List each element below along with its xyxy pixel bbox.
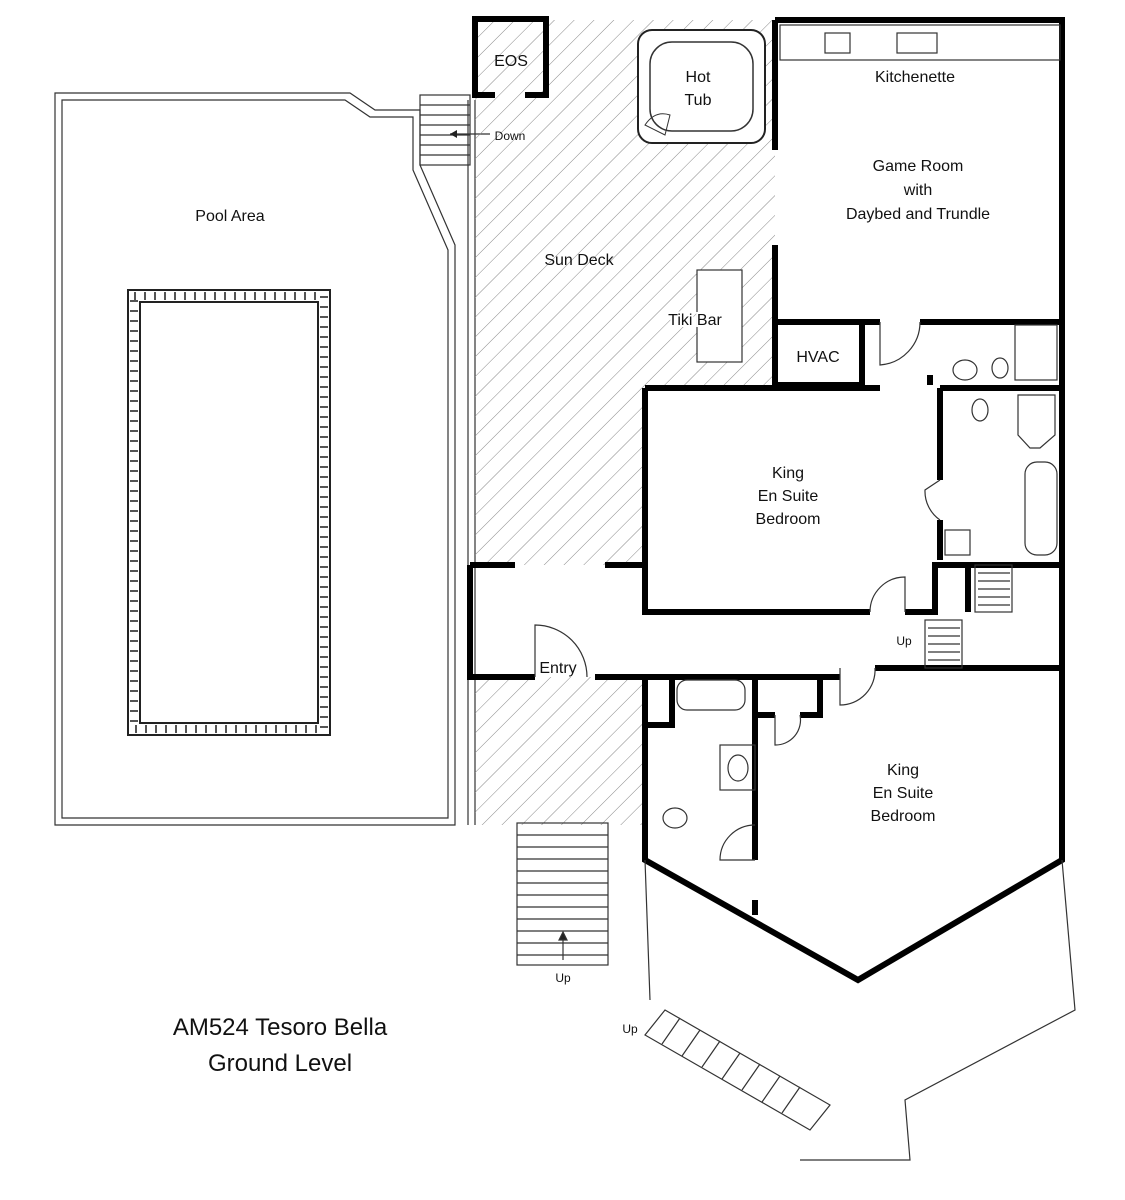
label-entry: Entry (539, 660, 576, 677)
label-bedroom2-3: Bedroom (871, 808, 936, 825)
tiki-bar (696, 269, 743, 363)
front-stairs (516, 822, 609, 966)
label-hot-tub-1: Hot (686, 69, 711, 86)
label-game-room-1: Game Room (873, 158, 964, 175)
side-stairs (644, 859, 1076, 1161)
sun-deck (475, 20, 775, 565)
label-up-front: Up (555, 971, 571, 985)
hot-tub (637, 29, 766, 144)
plan-subtitle: Ground Level (208, 1050, 352, 1077)
label-bedroom1-2: En Suite (758, 488, 819, 505)
plan-title: AM524 Tesoro Bella (173, 1014, 388, 1041)
label-bedroom1-3: Bedroom (756, 511, 821, 528)
label-down: Down (495, 129, 526, 143)
label-bedroom1-1: King (772, 465, 804, 482)
doors (534, 321, 941, 861)
label-hvac: HVAC (796, 349, 839, 366)
label-sun-deck: Sun Deck (544, 252, 614, 269)
label-pool-area: Pool Area (195, 208, 264, 225)
swimming-pool (127, 289, 331, 736)
walls (467, 17, 1065, 984)
label-kitchenette: Kitchenette (875, 69, 955, 86)
label-tiki-bar: Tiki Bar (668, 312, 722, 329)
label-bedroom2-2: En Suite (873, 785, 934, 802)
pool-stairs-down (419, 94, 490, 166)
eos-room (472, 16, 549, 98)
label-up-interior: Up (896, 634, 912, 648)
label-bedroom2-1: King (887, 762, 919, 779)
fixtures (662, 24, 1061, 829)
label-up-side: Up (622, 1022, 638, 1036)
label-game-room-2: with (903, 182, 932, 199)
front-deck (475, 677, 645, 825)
label-game-room-3: Daybed and Trundle (846, 206, 990, 223)
label-eos: EOS (494, 53, 528, 70)
interior-stairs (924, 564, 1013, 669)
label-hot-tub-2: Tub (685, 92, 712, 109)
pool-area (54, 92, 490, 826)
